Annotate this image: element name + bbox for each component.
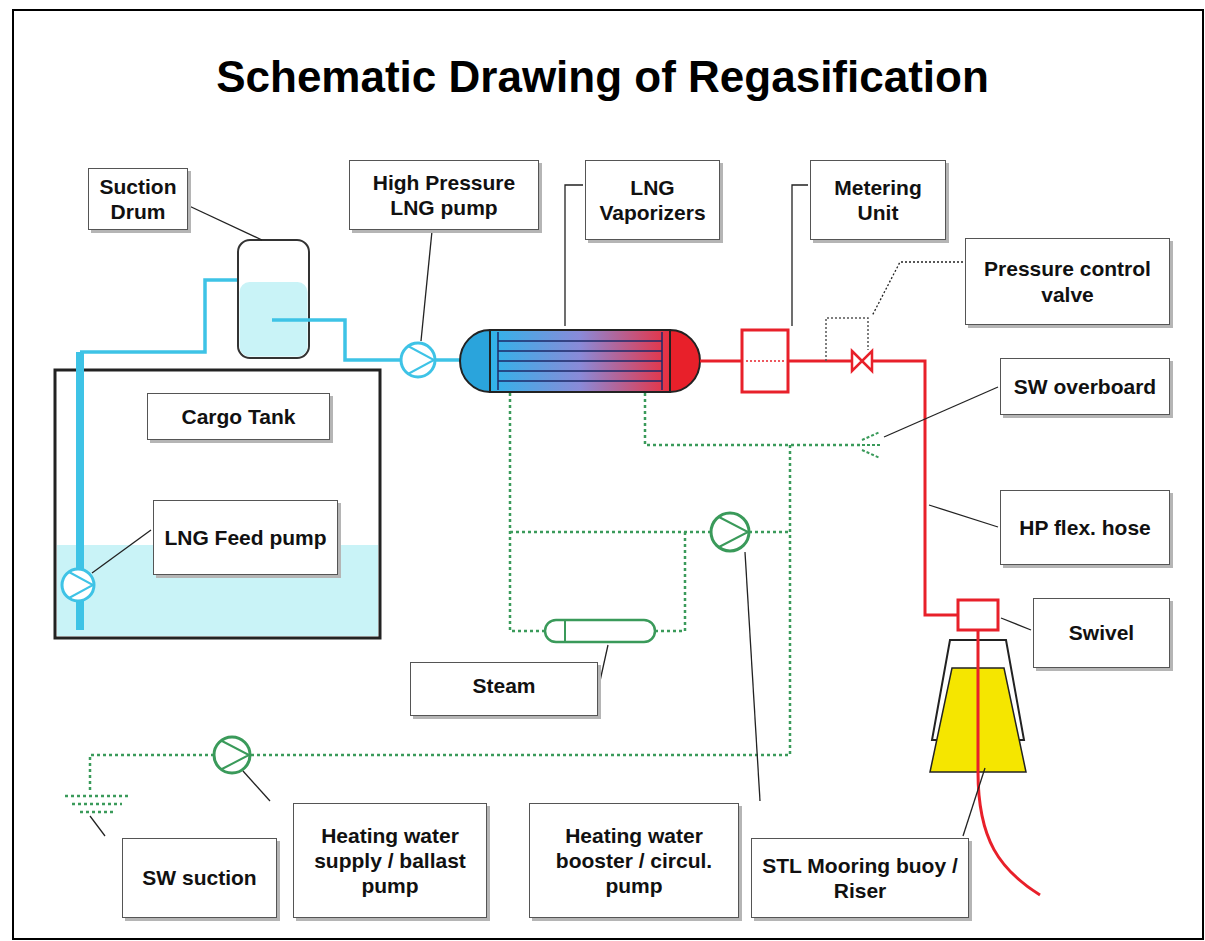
leader-line (884, 387, 998, 437)
hp-pump-symbol (408, 346, 434, 374)
vaporizer-hot-end (670, 330, 700, 392)
feed-pump-symbol (62, 569, 94, 601)
callout-box: Heating water booster / circul. pump (529, 803, 739, 918)
vaporizer-cold-end (460, 330, 490, 392)
callout-label: HP flex. hose (1019, 515, 1151, 540)
callout-box: STL Mooring buoy / Riser (751, 838, 969, 918)
callout-label: SW overboard (1014, 374, 1156, 399)
leader-line (1001, 618, 1031, 630)
vaporizer-tubes (498, 332, 662, 390)
leader-line (872, 262, 963, 316)
callout-label: Suction Drum (97, 174, 179, 224)
riser (978, 630, 1040, 895)
callout-box: SW suction (122, 838, 277, 918)
callout-box: Steam (410, 662, 598, 716)
metering-unit-symbol (742, 330, 788, 392)
heating-water-line (655, 532, 685, 631)
callout-box: Pressure control valve (965, 238, 1170, 325)
callout-label: Metering Unit (819, 175, 937, 225)
callout-box: Heating water supply / ballast pump (293, 803, 487, 918)
callout-box: SW overboard (1000, 358, 1170, 415)
vaporizer-shell (490, 330, 670, 392)
callout-box: Cargo Tank (147, 393, 330, 440)
callout-label: Steam (472, 673, 535, 698)
callout-box: High Pressure LNG pump (349, 160, 539, 230)
lng-pipe (272, 320, 401, 360)
supply-pump-symbol (214, 737, 250, 773)
callout-label: LNG Feed pump (164, 525, 326, 550)
sw-overboard-symbol (862, 432, 882, 458)
callout-label: Heating water booster / circul. pump (538, 823, 730, 899)
leader-line (92, 530, 151, 573)
callout-label: Pressure control valve (974, 256, 1161, 306)
callout-label: High Pressure LNG pump (358, 170, 530, 220)
leader-line (792, 185, 808, 326)
frame (13, 10, 1203, 939)
feed-pipe (80, 280, 238, 352)
supply-pump-symbol (222, 741, 249, 769)
hp-flex-hose (872, 361, 958, 615)
callout-box: LNG Feed pump (153, 500, 338, 575)
leader-line (421, 231, 432, 341)
sw-overboard-line (645, 393, 862, 445)
gas-pipe (788, 360, 852, 363)
heating-water-line (510, 531, 711, 534)
swivel-symbol (958, 600, 998, 630)
leader-line (963, 768, 985, 836)
booster-pump-symbol (711, 513, 749, 551)
control-signal-line (826, 318, 868, 361)
callout-label: LNG Vaporizers (594, 175, 711, 225)
callout-box: LNG Vaporizers (585, 160, 720, 240)
leader-line (929, 505, 998, 527)
feed-pump-symbol (69, 572, 93, 598)
sw-suction-symbol (65, 796, 128, 812)
callout-label: Swivel (1069, 620, 1134, 645)
callout-label: Heating water supply / ballast pump (302, 823, 478, 899)
suction-drum (238, 240, 309, 358)
diagram-title: Schematic Drawing of Regasification (0, 52, 1205, 102)
leader-line (598, 645, 608, 690)
steam-heater-symbol (545, 620, 655, 642)
heating-water-line (250, 445, 790, 755)
callout-box: Metering Unit (810, 160, 946, 240)
leader-line (90, 816, 105, 836)
callout-box: HP flex. hose (1000, 490, 1170, 565)
leader-line (565, 185, 583, 326)
callout-label: STL Mooring buoy / Riser (760, 853, 960, 903)
hp-pump-symbol (401, 343, 435, 377)
heating-water-line (749, 531, 790, 534)
lng-pipe (435, 358, 460, 362)
gas-pipe (700, 360, 742, 363)
leader-line (243, 771, 270, 801)
callout-label: Cargo Tank (182, 404, 296, 429)
cargo-tank (55, 370, 380, 638)
valve-symbol (852, 351, 872, 371)
heating-water-line (510, 393, 545, 631)
meter-line (746, 360, 784, 362)
callout-box: Swivel (1033, 598, 1170, 668)
leader-line (745, 552, 760, 801)
leader-line (187, 205, 262, 240)
booster-pump-symbol (719, 517, 748, 547)
sw-suction-line (90, 755, 214, 792)
steam-heater-symbol (564, 621, 566, 641)
callout-label: SW suction (142, 865, 256, 890)
callout-box: Suction Drum (88, 168, 188, 230)
